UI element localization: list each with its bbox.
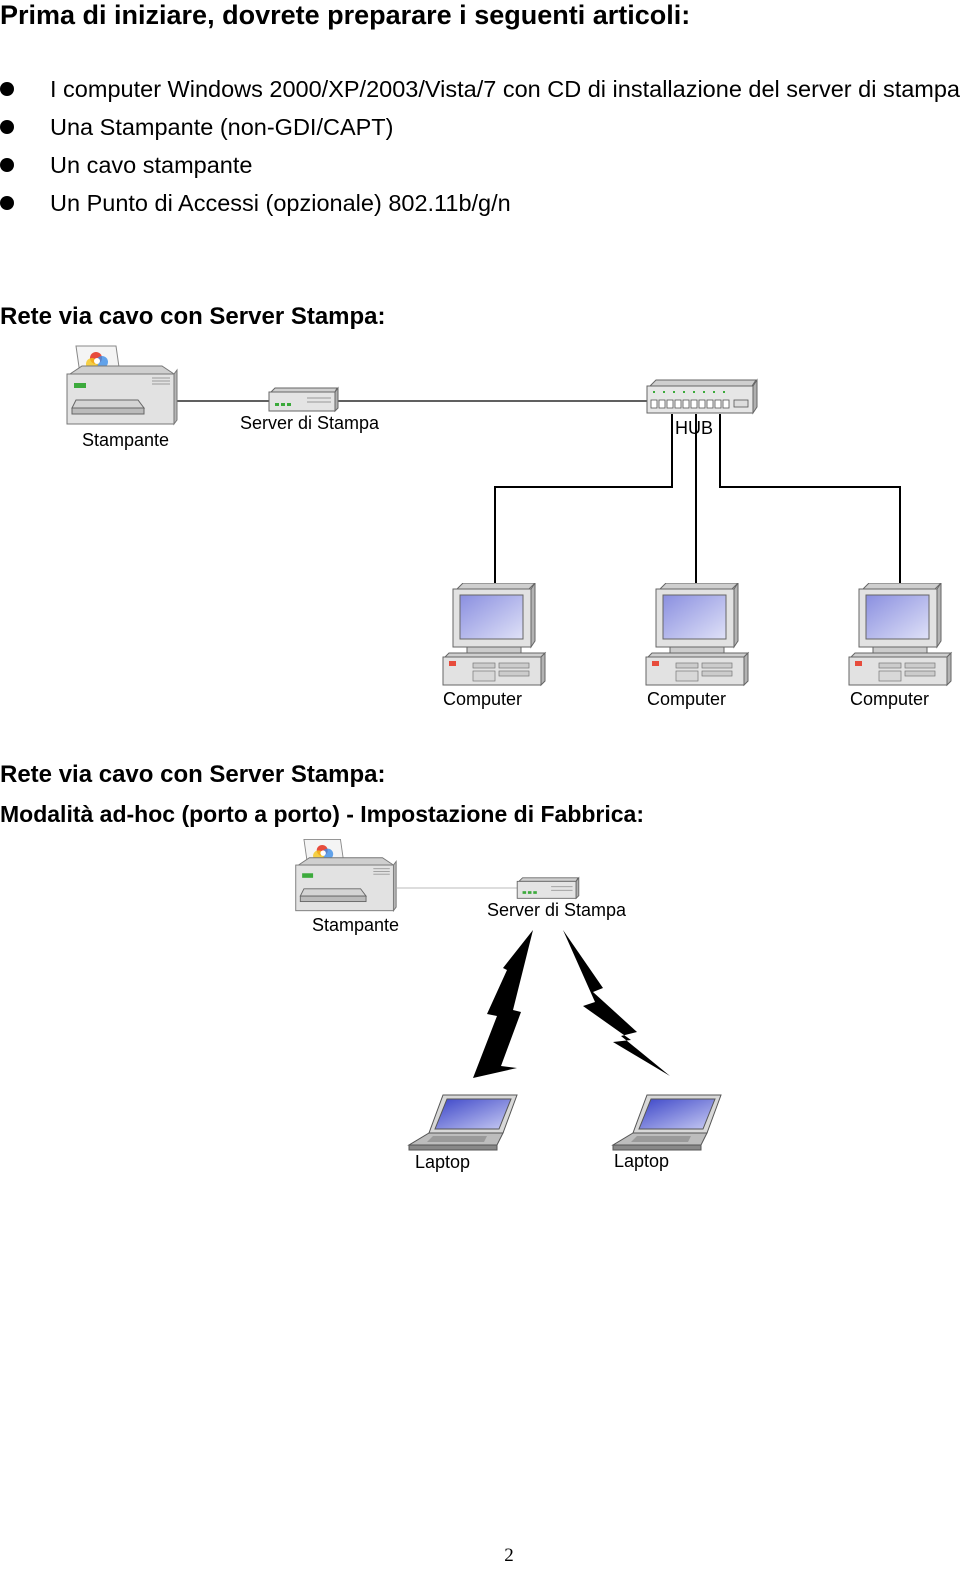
hub-icon xyxy=(646,378,758,415)
requirements-list: I computer Windows 2000/XP/2003/Vista/7 … xyxy=(0,70,960,222)
printer-icon xyxy=(66,345,178,426)
list-item: Una Stampante (non-GDI/CAPT) xyxy=(0,108,960,146)
print-server-icon xyxy=(516,876,580,900)
wired-network-lines xyxy=(175,400,901,585)
page-heading: Prima di iniziare, dovrete preparare i s… xyxy=(0,0,691,30)
laptop-icon xyxy=(407,1094,518,1151)
adhoc-network-lines xyxy=(397,887,670,1078)
computer-label: Computer xyxy=(850,689,930,709)
print-server-icon xyxy=(268,386,339,413)
list-item: Un Punto di Accessi (opzionale) 802.11b/… xyxy=(0,184,960,222)
print-server-label: Server di Stampa xyxy=(240,413,380,433)
printer-icon xyxy=(295,839,397,913)
printer-label: Stampante xyxy=(82,430,170,450)
section2-subtitle: Modalità ad-hoc (porto a porto) - Impost… xyxy=(0,801,644,827)
bullet-icon xyxy=(0,120,14,134)
print-server-label: Server di Stampa xyxy=(487,900,627,920)
computer-icon xyxy=(645,583,750,687)
bullet-icon xyxy=(0,196,14,210)
section2-title: Rete via cavo con Server Stampa: xyxy=(0,761,386,788)
laptop-icon xyxy=(611,1094,722,1151)
page-number: 2 xyxy=(504,1545,514,1566)
list-item: I computer Windows 2000/XP/2003/Vista/7 … xyxy=(0,70,960,108)
computer-label: Computer xyxy=(647,689,727,709)
section1-title: Rete via cavo con Server Stampa: xyxy=(0,303,386,330)
computer-icon xyxy=(848,583,953,687)
computer-label: Computer xyxy=(443,689,523,709)
laptop-label: Laptop xyxy=(614,1151,670,1171)
laptop-label: Laptop xyxy=(415,1152,471,1172)
hub-label: HUB xyxy=(675,418,714,438)
list-item: Un cavo stampante xyxy=(0,146,960,184)
printer-label: Stampante xyxy=(312,915,400,935)
bullet-icon xyxy=(0,158,14,172)
bullet-icon xyxy=(0,82,14,96)
computer-icon xyxy=(442,583,547,687)
